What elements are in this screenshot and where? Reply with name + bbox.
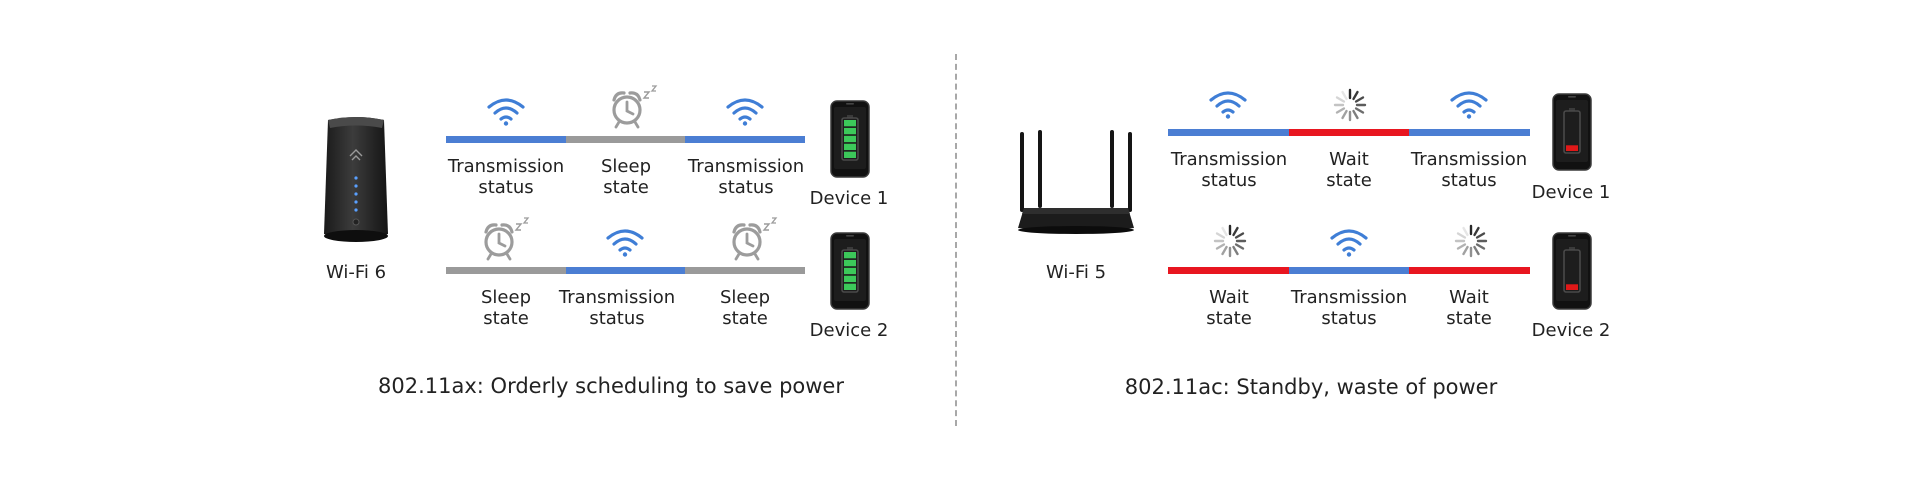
wifi6-d1-seg-3: [685, 136, 805, 143]
smartphone-icon: [830, 100, 870, 178]
alarm-clock-sleep-icon: [612, 85, 658, 129]
wifi-icon: [1330, 229, 1368, 257]
wifi5-router-icon: [1018, 130, 1134, 234]
wifi5-caption: 802.11ac: Standby, waste of power: [1124, 375, 1498, 399]
wifi6-d1-seg-2: [566, 136, 685, 143]
wifi-icon: [1209, 91, 1247, 119]
wifi5-d2-seg-1: [1168, 267, 1289, 274]
wifi6-caption: 802.11ax: Orderly scheduling to save pow…: [378, 374, 844, 398]
wifi5-d1-seg-2: [1289, 129, 1409, 136]
wifi6-device2-label: Device 2: [809, 320, 889, 341]
loading-spinner-icon: [1333, 88, 1367, 122]
wifi5-router-label: Wi-Fi 5: [1045, 262, 1107, 283]
wifi6-d2-seg-1: [446, 267, 566, 274]
loading-spinner-icon: [1454, 224, 1488, 258]
smartphone-icon: [1552, 232, 1592, 310]
wifi6-d2-seg-2: [566, 267, 685, 274]
wifi5-d1-seg-1: [1168, 129, 1289, 136]
wifi-icon: [726, 98, 764, 126]
loading-spinner-icon: [1213, 224, 1247, 258]
smartphone-icon: [830, 232, 870, 310]
wifi5-d1-seg-3: [1409, 129, 1530, 136]
wifi5-d2-seg-2: [1289, 267, 1409, 274]
alarm-clock-sleep-icon: [732, 217, 778, 261]
panel-divider: [955, 54, 957, 426]
wifi-icon: [1450, 91, 1488, 119]
wifi-icon: [606, 229, 644, 257]
alarm-clock-sleep-icon: [484, 217, 530, 261]
wifi6-router-label: Wi-Fi 6: [325, 262, 387, 283]
smartphone-icon: [1552, 93, 1592, 171]
wifi6-router-icon: [324, 117, 388, 242]
wifi-icon: [487, 98, 525, 126]
wifi6-d1-seg-1: [446, 136, 566, 143]
wifi6-d2-seg-3: [685, 267, 805, 274]
wifi5-device1-label: Device 1: [1531, 182, 1611, 203]
wifi5-d2-seg-3: [1409, 267, 1530, 274]
wifi6-device1-label: Device 1: [809, 188, 889, 209]
wifi5-device2-label: Device 2: [1531, 320, 1611, 341]
